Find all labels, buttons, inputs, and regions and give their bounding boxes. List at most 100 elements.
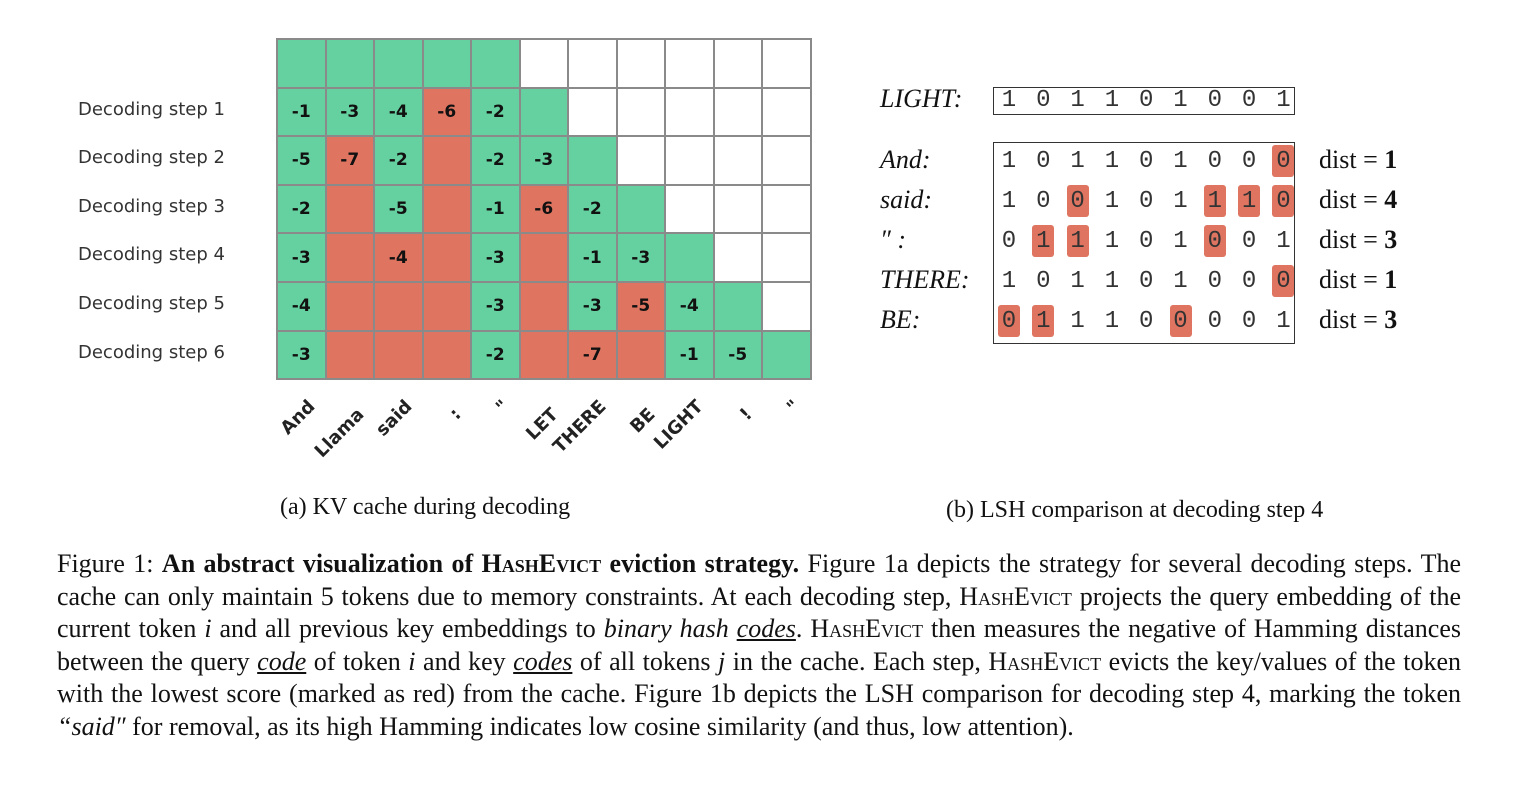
- key-bit: 1: [1276, 307, 1291, 335]
- key-bit: 1: [1001, 187, 1017, 215]
- mismatch-bit: 1: [1238, 185, 1261, 217]
- caption-text: of all tokens: [572, 646, 719, 676]
- empty-cell: [761, 38, 812, 89]
- empty-cell: [712, 135, 763, 186]
- caption-title: An abstract visualization of HashEvict e…: [162, 549, 799, 578]
- key-bit: 1: [1104, 227, 1120, 255]
- evicted-cell: -4: [373, 232, 424, 283]
- cached-cell: -3: [470, 232, 521, 283]
- key-bit: 1: [1104, 267, 1120, 295]
- method-name: HashEvict: [959, 581, 1072, 611]
- key-bit: 0: [1207, 267, 1222, 295]
- hamming-distance: dist = 3: [1319, 305, 1397, 335]
- distance-prefix: dist =: [1319, 305, 1385, 334]
- query-bit: 1: [1104, 86, 1120, 114]
- caption-emphasis: binary hash: [603, 614, 737, 643]
- hamming-distance: dist = 4: [1319, 185, 1397, 215]
- key-label: BE:: [880, 305, 921, 334]
- cached-cell: -2: [373, 135, 424, 186]
- cached-cell: -4: [664, 281, 715, 332]
- query-label: LIGHT:: [880, 84, 963, 113]
- cached-cell: -3: [615, 232, 666, 283]
- kv-cache-grid: -1-3-4-6-2-5-7-2-2-3-2-5-1-6-2-3-4-3-1-3…: [276, 38, 812, 381]
- key-bit: 1: [1173, 267, 1188, 295]
- cached-cell: -3: [276, 329, 327, 381]
- key-bit: 0: [1036, 147, 1051, 175]
- evicted-cell: [518, 281, 569, 332]
- cached-cell: -5: [276, 135, 327, 186]
- distance-value: 1: [1384, 265, 1398, 294]
- caption-emphasis: “said″: [57, 711, 126, 741]
- mismatch-bit: 0: [1203, 225, 1226, 257]
- key-bit: 1: [1104, 147, 1120, 175]
- empty-cell: [664, 86, 715, 138]
- empty-cell: [615, 38, 666, 89]
- distance-prefix: dist =: [1319, 225, 1385, 254]
- key-bit: 1: [1104, 307, 1120, 335]
- evicted-cell: [373, 329, 424, 381]
- key-label: said:: [880, 185, 932, 214]
- query-bit: 1: [1070, 86, 1085, 114]
- method-name: HashEvict: [481, 549, 602, 578]
- mismatch-bit: 1: [1032, 305, 1055, 337]
- cached-cell: -1: [276, 86, 327, 138]
- key-label: ″ :: [880, 225, 906, 254]
- evicted-cell: -6: [518, 183, 569, 235]
- cached-cell: -5: [373, 183, 424, 235]
- key-bit: 1: [1001, 267, 1017, 295]
- key-label: THERE:: [880, 265, 970, 294]
- row-label: Decoding step 6: [78, 341, 225, 363]
- mismatch-bit: 0: [1272, 145, 1295, 177]
- key-bit: 1: [1070, 307, 1085, 335]
- distance-prefix: dist =: [1319, 185, 1385, 214]
- evicted-cell: [421, 183, 472, 235]
- key-bit: 0: [1241, 147, 1257, 175]
- query-bit: 0: [1207, 86, 1222, 114]
- distance-value: 1: [1384, 145, 1398, 174]
- key-bit: 0: [1036, 187, 1051, 215]
- cached-cell: -2: [470, 329, 521, 381]
- evicted-cell: [324, 232, 375, 283]
- caption-text: evicts the key/values of the token with …: [57, 646, 1462, 709]
- cached-cell: -1: [664, 329, 715, 381]
- empty-cell: [761, 232, 812, 283]
- query-bit: 1: [1173, 86, 1188, 114]
- cached-cell: [664, 232, 715, 283]
- key-bit: 0: [1241, 267, 1257, 295]
- empty-cell: [664, 135, 715, 186]
- empty-cell: [761, 183, 812, 235]
- row-label: Decoding step 3: [78, 195, 225, 217]
- evicted-cell: -7: [324, 135, 375, 186]
- cached-cell: -3: [470, 281, 521, 332]
- evicted-cell: [421, 135, 472, 186]
- method-name: HashEvict: [810, 614, 924, 643]
- key-label: And:: [880, 145, 931, 174]
- key-bit: 0: [1138, 307, 1154, 335]
- mismatch-bit: 0: [1272, 185, 1295, 217]
- cached-cell: -2: [567, 183, 618, 235]
- key-bit: 0: [1138, 147, 1154, 175]
- math-var-i: i: [204, 614, 212, 643]
- empty-cell: [761, 86, 812, 138]
- empty-cell: [712, 232, 763, 283]
- mismatch-bit: 1: [1203, 185, 1226, 217]
- cached-cell: [567, 135, 618, 186]
- key-bit: 0: [1207, 307, 1222, 335]
- subcaption-b: (b) LSH comparison at decoding step 4: [946, 497, 1324, 523]
- evicted-cell: [373, 281, 424, 332]
- evicted-cell: [518, 232, 569, 283]
- distance-value: 4: [1384, 185, 1398, 214]
- key-bit: 0: [1001, 227, 1017, 255]
- cached-cell: [324, 38, 375, 89]
- empty-cell: [615, 86, 666, 138]
- cached-cell: -2: [276, 183, 327, 235]
- query-bit: 0: [1036, 86, 1051, 114]
- subcaption-a: (a) KV cache during decoding: [280, 494, 571, 520]
- key-codes-box: [993, 142, 1295, 344]
- cached-cell: [518, 86, 569, 138]
- hamming-distance: dist = 3: [1319, 225, 1397, 255]
- cached-cell: -2: [470, 86, 521, 138]
- mismatch-bit: 0: [1169, 305, 1192, 337]
- cached-cell: -4: [276, 281, 327, 332]
- cached-cell: [421, 38, 472, 89]
